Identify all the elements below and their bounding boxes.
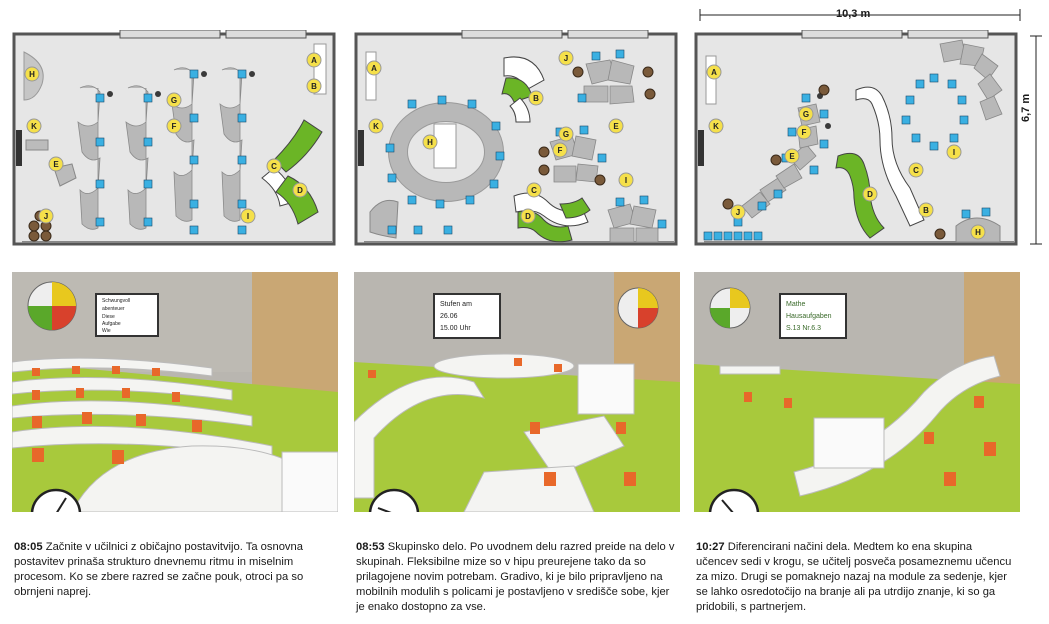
caption-3-time: 10:27 [696,541,725,553]
p3-label-k: K [713,122,719,131]
clock-icon [30,488,82,512]
label-i-text: I [247,212,249,221]
p2-board-line-1: Stufen am [440,301,472,308]
label-a-text: A [311,56,317,65]
p2-label-c: C [531,186,537,195]
label-h [24,66,40,82]
p3-label-a: A [711,68,717,77]
label-j-text: J [44,212,48,221]
p2-label-h: H [427,138,433,147]
label-h-text: H [29,70,35,79]
label-g-text: G [171,96,177,105]
p3-label-d: D [867,190,873,199]
label-f-text: F [172,122,177,131]
floor-plan-1: H A B G F K E C D J I [12,30,338,248]
p3-board-line-1: Mathe [786,301,806,308]
p3-label-e: E [789,152,795,161]
p1-board-line-1: Schwungvoll [102,298,130,304]
p2-label-g: G [563,130,569,139]
p2-label-k: K [373,122,379,131]
p2-label-a: A [371,64,377,73]
caption-2: 08:53 Skupinsko delo. Po uvodnem delu ra… [356,540,676,615]
caption-1-text: Začnite v učilnici z običajno postavitvi… [14,541,304,598]
p3-label-f: F [802,128,807,137]
p2-board-line-2: 26.06 [440,313,458,320]
p3-label-g: G [803,110,809,119]
floor-plan-2: A K H B J G F E C D I [354,30,680,248]
width-dimension-label: 10,3 m [836,8,871,20]
label-b-text: B [311,82,317,91]
caption-3: 10:27 Diferencirani načini dela. Medtem … [696,540,1016,615]
p2-label-d: D [525,212,531,221]
caption-3-text: Diferencirani načini dela. Medtem ko ena… [696,541,1012,613]
height-dimension-label: 6,7 m [1020,93,1032,122]
caption-2-text: Skupinsko delo. Po uvodnem delu razred p… [356,541,675,613]
p3-label-j: J [736,208,740,217]
p1-board-line-5: Wie [102,328,111,334]
p1-board-line-2: abenteuer [102,306,125,312]
p3-label-b: B [923,206,929,215]
label-c-text: C [271,162,277,171]
caption-2-time: 08:53 [356,541,385,553]
label-k-text: K [31,122,37,131]
caption-1: 08:05 Začnite v učilnici z običajno post… [14,540,334,600]
p3-label-i: I [953,148,955,157]
p2-label-f: F [558,146,563,155]
p2-label-e: E [613,122,619,131]
label-e-text: E [53,160,59,169]
p3-board-line-3: S.13 Nr.6.3 [786,325,821,332]
p2-label-j: J [564,54,568,63]
clock-icon [368,488,420,512]
label-d-text: D [297,186,303,195]
p1-board-line-3: Diese [102,314,115,320]
caption-1-time: 08:05 [14,541,43,553]
classroom-photo-3: Mathe Hausaufgaben S.13 Nr.6.3 [694,272,1020,512]
p3-board-line-2: Hausaufgaben [786,313,832,320]
p3-label-c: C [913,166,919,175]
clock-icon [708,488,760,512]
classroom-photo-1: Schwungvoll abenteuer Diese Aufgabe Wie [12,272,338,512]
classroom-photo-2: Stufen am 26.06 15.00 Uhr [354,272,680,512]
p1-board-line-4: Aufgabe [102,321,121,327]
p2-label-b: B [533,94,539,103]
p3-label-h: H [975,228,981,237]
floor-plan-3: A K G F E J D C B I H [694,30,1020,248]
p2-board-line-3: 15.00 Uhr [440,325,471,332]
p2-label-i: I [625,176,627,185]
